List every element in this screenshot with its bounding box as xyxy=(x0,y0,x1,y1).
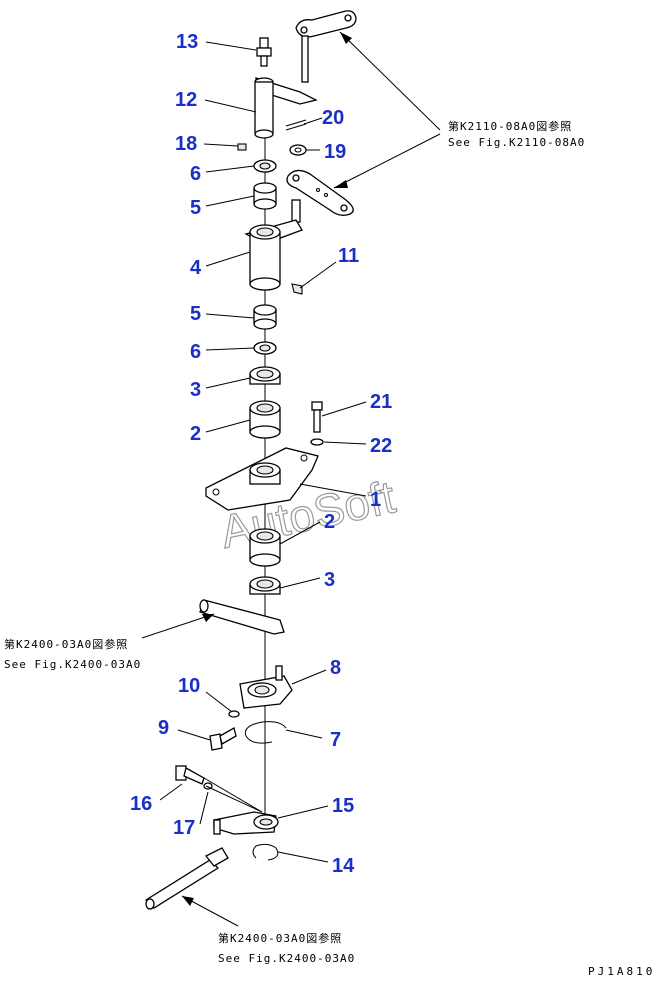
label-16: 16 xyxy=(130,793,152,815)
part-2-bushing-low xyxy=(249,528,281,567)
ref-k2400-lower-en: See Fig.K2400-03A0 xyxy=(218,952,355,965)
label-5-low: 5 xyxy=(190,303,201,325)
label-2-top: 2 xyxy=(190,423,201,445)
label-10: 10 xyxy=(178,675,200,697)
part-1-bracket xyxy=(205,447,319,511)
ref-k2400-upper-en: See Fig.K2400-03A0 xyxy=(4,658,141,671)
part-20-pin xyxy=(285,119,307,131)
label-21: 21 xyxy=(370,391,392,413)
label-2-low: 2 xyxy=(324,511,335,533)
drawing-code: PJ1A810 xyxy=(588,965,655,978)
part-3-seal-top xyxy=(249,366,281,385)
label-8: 8 xyxy=(330,657,341,679)
ref-k2110-en: See Fig.K2110-08A0 xyxy=(448,136,585,149)
label-1: 1 xyxy=(370,489,381,511)
label-17: 17 xyxy=(173,817,195,839)
label-3-top: 3 xyxy=(190,379,201,401)
lower-rod xyxy=(144,847,229,910)
part-9-bolt xyxy=(209,727,237,751)
ref-k2400-lower-jp: 第K2400-03A0図参照 xyxy=(218,931,342,945)
label-13: 13 xyxy=(176,31,198,53)
part-11-key xyxy=(291,283,303,295)
label-7: 7 xyxy=(330,729,341,751)
part-16-bolt xyxy=(175,765,205,785)
label-15: 15 xyxy=(332,795,354,817)
part-2-bushing-top xyxy=(249,400,281,439)
label-5-top: 5 xyxy=(190,197,201,219)
part-18-key xyxy=(237,143,247,151)
label-3-low: 3 xyxy=(324,569,335,591)
leader-lines xyxy=(141,31,441,927)
label-20: 20 xyxy=(322,107,344,129)
middle-link-plate xyxy=(286,169,354,216)
part-5-bearing-top xyxy=(253,182,277,210)
label-12: 12 xyxy=(175,89,197,111)
label-22: 22 xyxy=(370,435,392,457)
upper-rod xyxy=(199,599,285,635)
part-6-washer-low xyxy=(253,341,277,355)
label-11: 11 xyxy=(338,245,359,267)
part-13-nipple xyxy=(256,37,272,67)
part-labels: 13 12 20 18 19 6 5 4 11 5 6 3 2 21 22 1 … xyxy=(130,31,392,877)
part-19-nut xyxy=(289,144,307,156)
part-21-bolt xyxy=(311,401,323,433)
part-7-snap-ring xyxy=(244,721,287,744)
figure-references: 第K2110-08A0図参照 See Fig.K2110-08A0 第K2400… xyxy=(4,119,585,965)
part-14-snap-ring xyxy=(252,843,279,861)
ref-k2110-jp: 第K2110-08A0図参照 xyxy=(448,119,572,133)
part-5-bearing-low xyxy=(253,304,277,330)
label-14: 14 xyxy=(332,855,355,877)
label-6-low: 6 xyxy=(190,341,201,363)
label-18: 18 xyxy=(175,133,197,155)
label-19: 19 xyxy=(324,141,346,163)
part-10-washer xyxy=(228,710,240,718)
label-9: 9 xyxy=(158,717,169,739)
part-22-washer xyxy=(310,438,324,446)
part-3-seal-low xyxy=(249,576,281,595)
part-4-arm xyxy=(244,199,303,291)
label-4: 4 xyxy=(190,257,202,279)
part-15-lever xyxy=(213,811,279,835)
ref-k2400-upper-jp: 第K2400-03A0図参照 xyxy=(4,637,128,651)
part-12-lever xyxy=(254,77,318,139)
label-6-top: 6 xyxy=(190,163,201,185)
part-8-clamp xyxy=(239,665,293,709)
top-link xyxy=(295,10,357,83)
part-6-washer-top xyxy=(253,159,277,173)
